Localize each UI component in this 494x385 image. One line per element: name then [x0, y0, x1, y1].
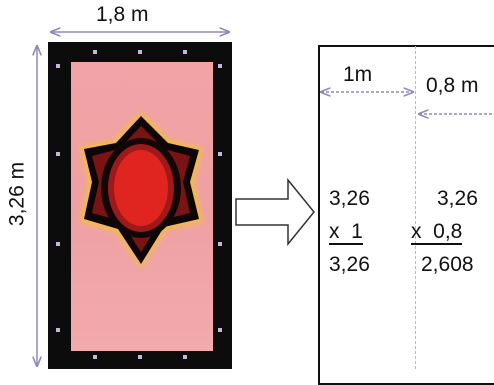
border-dot: [56, 64, 60, 68]
border-dot: [56, 328, 60, 332]
col1-width-label: 1m: [343, 63, 373, 86]
rug-width-label: 1,8 m: [96, 3, 149, 26]
border-dot: [218, 64, 222, 68]
col1-result: 3,26: [329, 253, 370, 276]
border-dot: [218, 328, 222, 332]
border-dot: [183, 50, 187, 54]
col2-multiplier: x 0,8: [411, 220, 463, 245]
col1-length: 3,26: [329, 187, 370, 210]
diagram-graphics: [0, 0, 315, 369]
medallion: [80, 112, 203, 268]
border-dot: [56, 242, 60, 246]
border-dot: [183, 355, 187, 359]
calculation-panel: [318, 45, 494, 385]
col2-result: 2,608: [421, 253, 474, 276]
col1-multiplier: x 1: [329, 220, 363, 245]
transform-arrow: [235, 177, 315, 247]
border-dot: [138, 50, 142, 54]
col2-length: 3,26: [437, 187, 478, 210]
col2-width-label: 0,8 m: [426, 74, 479, 97]
column-width-arrows: [0, 0, 494, 369]
medallion-center: [114, 150, 168, 226]
border-dot: [218, 152, 222, 156]
border-dot: [56, 152, 60, 156]
border-dot: [93, 355, 97, 359]
column-divider: [415, 46, 416, 369]
border-dot: [218, 242, 222, 246]
border-dot: [138, 355, 142, 359]
border-dot: [93, 50, 97, 54]
